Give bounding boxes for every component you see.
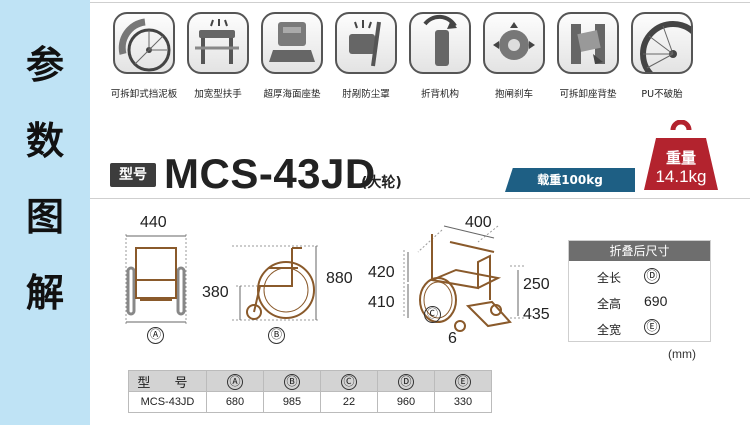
- feature-folding-back: 折背机构: [402, 12, 478, 100]
- weight-value: 14.1kg: [655, 167, 707, 186]
- feature-back-cushion: 可拆卸座背垫: [550, 12, 626, 100]
- model-tag: 型号: [110, 163, 156, 187]
- dust-cover-icon: [335, 12, 397, 74]
- iso-seat-dim: 410: [368, 294, 395, 311]
- load-capacity-tag: 载重100kg: [505, 168, 635, 192]
- seat-cushion-icon: [261, 12, 323, 74]
- mudguard-icon: [113, 12, 175, 74]
- side-banner: 参 数 图 解: [0, 0, 90, 425]
- table-cell: 330: [434, 391, 492, 413]
- brake-icon: [483, 12, 545, 74]
- side-title-char: 图: [25, 195, 64, 239]
- folded-size-panel: 折叠后尺寸 全长 Ⓓ 全高 690 全宽 Ⓔ: [568, 240, 711, 342]
- feature-label: 加宽型扶手: [194, 89, 242, 100]
- feature-label: 抱闸刹车: [494, 89, 533, 100]
- header-cell: 型 号: [128, 370, 207, 392]
- armrest-icon: [187, 12, 249, 74]
- spec-table-header: 型 号 Ⓐ Ⓑ Ⓒ Ⓓ Ⓔ: [128, 370, 492, 392]
- model-subtitle: (大轮): [361, 175, 402, 191]
- side-title-char: 解: [25, 271, 64, 315]
- weight-icon: [644, 120, 718, 190]
- folded-size-title: 折叠后尺寸: [569, 241, 710, 261]
- folding-back-icon: [409, 12, 471, 74]
- top-rule: [90, 2, 750, 3]
- header-cell: Ⓓ: [377, 370, 435, 392]
- header-cell: Ⓐ: [206, 370, 264, 392]
- table-cell: 22: [320, 391, 378, 413]
- header-cell: Ⓒ: [320, 370, 378, 392]
- feature-mudguard: 可拆卸式挡泥板: [106, 12, 182, 100]
- iso-gap-dim: 6: [448, 330, 457, 347]
- iso-back-dim: 420: [368, 264, 395, 281]
- iso-depth-dim: 400: [465, 214, 492, 231]
- feature-label: 肘剐防尘罩: [342, 89, 390, 100]
- side-title-char: 数: [25, 119, 64, 163]
- feature-label: 可拆卸座背垫: [559, 89, 617, 100]
- model-name: MCS-43JD: [164, 150, 376, 197]
- dim-letter-a: Ⓐ: [147, 327, 164, 344]
- side-seat-dim: 380: [202, 284, 229, 301]
- folded-row-value: Ⓔ: [644, 319, 660, 335]
- front-width-dim: 440: [140, 214, 167, 231]
- feature-label: 可拆卸式挡泥板: [110, 89, 178, 100]
- section-rule: [90, 198, 750, 199]
- folded-row-label: 全长: [597, 271, 622, 285]
- side-title-char: 参: [25, 43, 64, 87]
- spec-table: 型 号 Ⓐ Ⓑ Ⓒ Ⓓ Ⓔ MCS-43JD 680 985 22 960 33…: [128, 370, 492, 413]
- header-cell: Ⓑ: [263, 370, 321, 392]
- weight-badge: 重量 14.1kg: [642, 120, 720, 192]
- table-cell: 960: [377, 391, 435, 413]
- feature-label: 超厚海面座垫: [263, 89, 321, 100]
- iso-foot-dim: 435: [523, 306, 550, 323]
- dim-letter-b: Ⓑ: [268, 327, 285, 344]
- folded-row-value: 690: [644, 293, 668, 309]
- feature-label: 折背机构: [420, 89, 459, 100]
- folded-row-value: Ⓓ: [644, 268, 660, 284]
- feature-pu-tire: PU不破胎: [624, 12, 700, 100]
- feature-armrest: 加宽型扶手: [180, 12, 256, 100]
- side-view-drawing: [232, 245, 320, 321]
- feature-label: PU不破胎: [641, 89, 683, 100]
- iso-arm-dim: 250: [523, 276, 550, 293]
- feature-dust-cover: 肘剐防尘罩: [328, 12, 404, 100]
- back-cushion-icon: [557, 12, 619, 74]
- side-height-dim: 880: [326, 270, 353, 287]
- unit-label: (mm): [668, 347, 696, 361]
- header-cell: Ⓔ: [434, 370, 492, 392]
- pu-tire-icon: [631, 12, 693, 74]
- table-cell: 985: [263, 391, 321, 413]
- folded-row-label: 全高: [597, 297, 622, 311]
- folded-row-label: 全宽: [597, 323, 622, 337]
- front-view-drawing: [125, 234, 187, 326]
- feature-brake: 抱闸刹车: [476, 12, 552, 100]
- isometric-view-drawing: [403, 225, 526, 332]
- weight-label: 重量: [665, 149, 696, 167]
- table-cell: 680: [206, 391, 264, 413]
- feature-seat-cushion: 超厚海面座垫: [254, 12, 330, 100]
- dim-letter-c: Ⓒ: [424, 306, 441, 323]
- table-row: MCS-43JD 680 985 22 960 330: [128, 391, 492, 413]
- table-cell: MCS-43JD: [128, 391, 207, 413]
